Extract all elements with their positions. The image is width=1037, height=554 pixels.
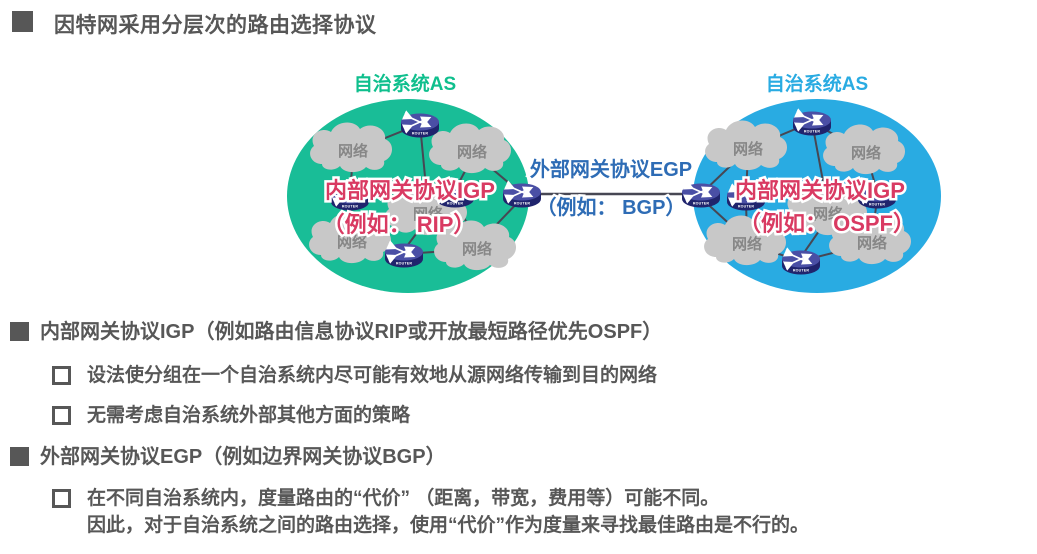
page-title: 因特网采用分层次的路由选择协议: [54, 14, 377, 37]
as-label-left: 自治系统AS: [354, 72, 456, 95]
bullet-text: 设法使分组在一个自治系统内尽可能有效地从源网络传输到目的网络: [87, 365, 658, 386]
as-label-right: 自治系统AS: [766, 72, 868, 95]
sub-bullet-igp-1: 设法使分组在一个自治系统内尽可能有效地从源网络传输到目的网络: [52, 363, 657, 390]
network-cloud: 网络: [823, 124, 906, 175]
routing-protocol-diagram: ROUTER: [287, 72, 941, 293]
network-cloud: 网络: [309, 213, 392, 264]
sub-bullet-igp-2: 无需考虑自治系统外部其他方面的策略: [52, 403, 410, 430]
bullet-text: 内部网关协议IGP（例如路由信息协议RIP或开放最短路径优先OSPF）: [40, 321, 663, 343]
router-icon: [503, 184, 541, 208]
router-icon: [331, 187, 369, 211]
bullet-hollow-square-icon: [52, 406, 71, 425]
router-icon: [782, 251, 820, 275]
igp-right-line2: （例如： OSPF）: [739, 211, 915, 236]
network-cloud-label: 网络: [732, 235, 762, 253]
network-cloud-label: 网络: [857, 234, 887, 252]
network-cloud: 网络: [429, 123, 512, 174]
bullet-text-multiline: 在不同自治系统内，度量路由的“代价” （距离，带宽，费用等）可能不同。 因此，对…: [87, 486, 809, 540]
router-icon: [401, 114, 439, 138]
igp-left-line2: （例如： RIP）: [323, 212, 476, 237]
bullet-igp-section: 内部网关协议IGP（例如路由信息协议RIP或开放最短路径优先OSPF）: [10, 320, 662, 345]
bullet-square-icon: [12, 11, 33, 32]
as-right-links: [700, 121, 878, 262]
network-cloud: 网络: [785, 185, 868, 236]
network-cloud-label: 网络: [338, 142, 368, 160]
network-cloud-label: 网络: [413, 205, 443, 223]
router-icon: [727, 187, 765, 211]
network-cloud-label: 网络: [337, 233, 367, 251]
network-cloud: 网络: [704, 215, 787, 266]
bullet-hollow-square-icon: [52, 366, 71, 385]
bullet-egp-section: 外部网关协议EGP（例如边界网关协议BGP）: [10, 445, 446, 470]
router-icon: [793, 112, 831, 136]
network-cloud-label: 网络: [733, 140, 763, 158]
bullet-text-line1: 在不同自治系统内，度量路由的“代价” （距离，带宽，费用等）可能不同。: [87, 488, 720, 509]
network-cloud: 网络: [829, 214, 912, 265]
egp-line1: 外部网关协议EGP: [530, 157, 692, 181]
bullet-text-line2: 因此，对于自治系统之间的路由选择，使用“代价”作为度量来寻找最佳路由是不行的。: [87, 514, 810, 536]
router-icon: [682, 184, 720, 208]
network-cloud: 网络: [385, 185, 468, 236]
router-icon: [858, 185, 896, 209]
igp-left-line1: 内部网关协议IGP: [325, 178, 495, 203]
bullet-square-icon: [10, 447, 29, 466]
network-cloud-label: 网络: [851, 144, 881, 162]
network-cloud-label: 网络: [462, 240, 492, 258]
as-ellipse-right: [693, 99, 941, 293]
network-cloud: 网络: [310, 122, 393, 173]
sub-bullet-egp-1: 在不同自治系统内，度量路由的“代价” （距离，带宽，费用等）可能不同。 因此，对…: [52, 486, 809, 540]
as-ellipse-left: [287, 99, 529, 293]
router-icon: [385, 244, 423, 268]
egp-line2: （例如： BGP）: [537, 195, 686, 219]
as-left-links: [349, 123, 523, 255]
igp-right-line1: 内部网关协议IGP: [735, 178, 905, 203]
slide-title-row: 因特网采用分层次的路由选择协议: [12, 9, 377, 39]
network-cloud: 网络: [434, 220, 517, 271]
network-cloud-label: 网络: [457, 143, 487, 161]
router-icon: [436, 184, 474, 208]
bullet-text: 无需考虑自治系统外部其他方面的策略: [87, 405, 411, 426]
network-cloud-label: 网络: [813, 205, 843, 223]
bullet-square-icon: [10, 322, 29, 341]
bullet-text: 外部网关协议EGP（例如边界网关协议BGP）: [40, 446, 446, 468]
network-cloud: 网络: [705, 120, 788, 171]
bullet-hollow-square-icon: [52, 489, 71, 508]
